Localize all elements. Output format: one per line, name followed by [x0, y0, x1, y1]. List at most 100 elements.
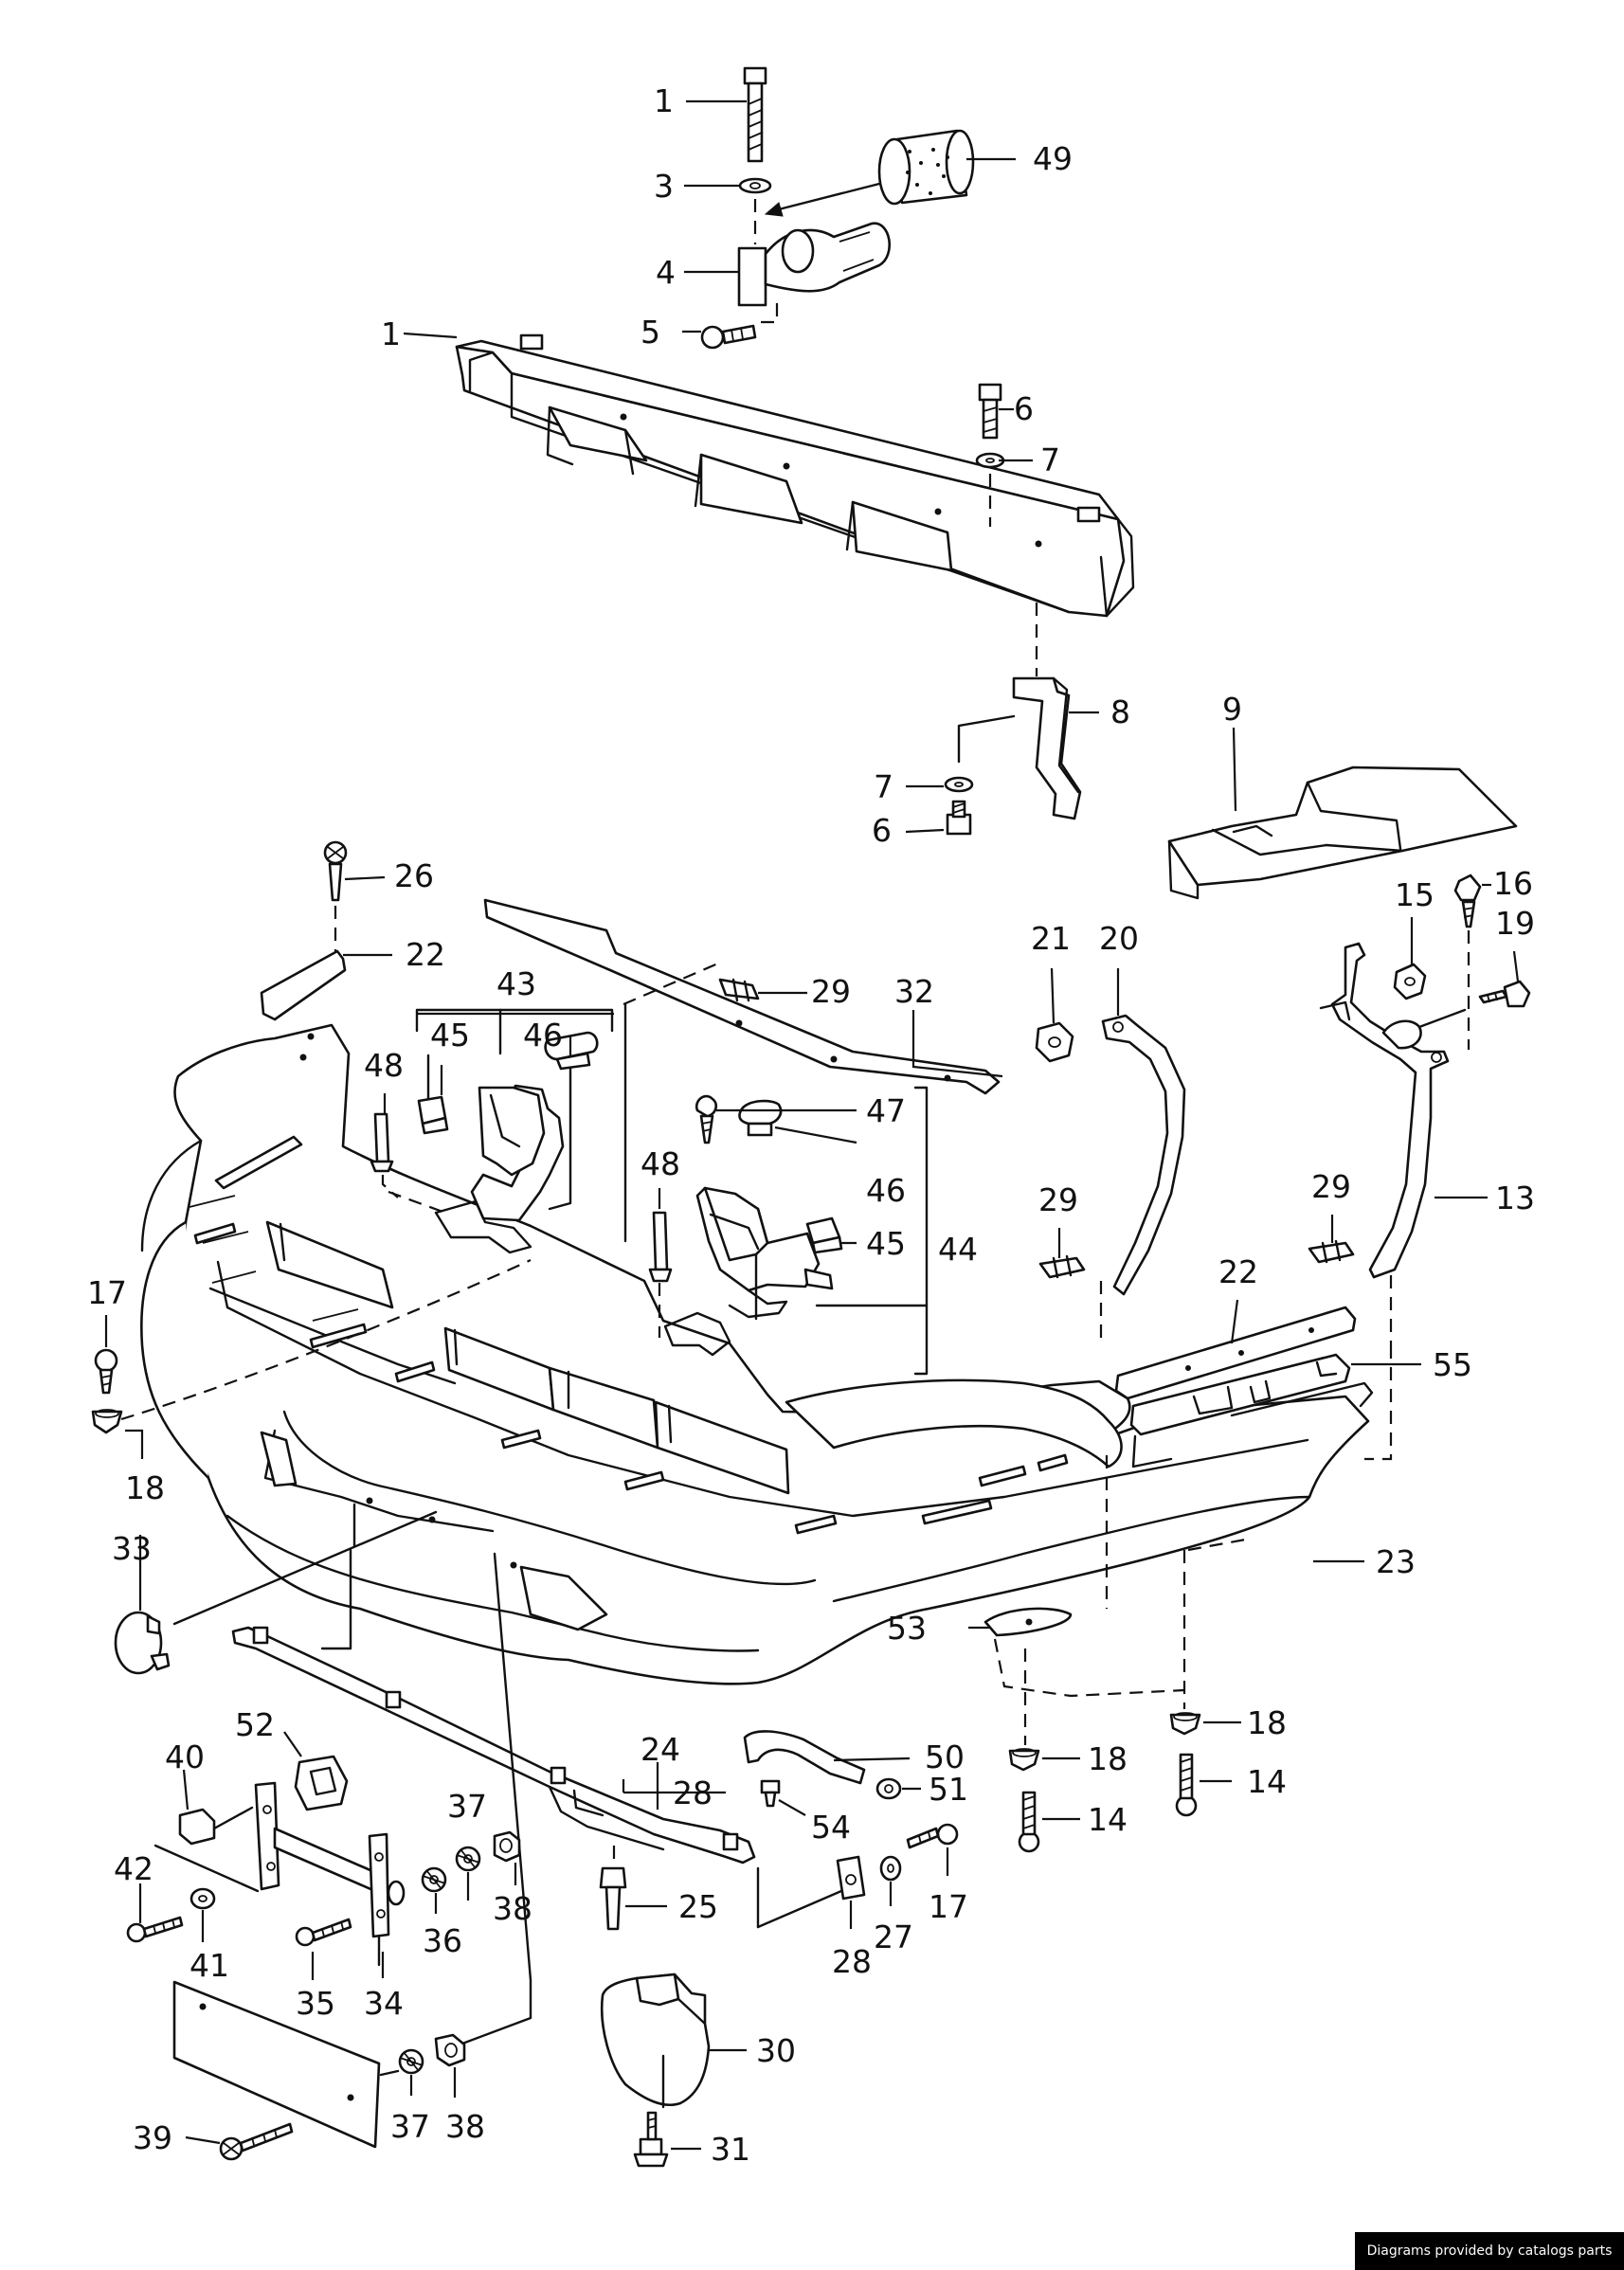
- callout-29-right-b: 29: [1311, 1168, 1351, 1205]
- callout-46-left: 46: [523, 1017, 563, 1054]
- callout-45-left: 45: [430, 1017, 470, 1054]
- air-guide-9: [1167, 766, 1518, 900]
- callout-8: 8: [1110, 694, 1130, 730]
- callout-3: 3: [654, 168, 674, 205]
- nut-18-left: [91, 1258, 532, 1434]
- callout-51: 51: [929, 1771, 968, 1808]
- nut-18-center: [1008, 1648, 1040, 1772]
- callout-54: 54: [811, 1809, 851, 1846]
- callout-20: 20: [1099, 920, 1139, 957]
- bumper-cover-23: [140, 1023, 1370, 1685]
- cap-45-left: [417, 1054, 449, 1135]
- callout-22-left: 22: [406, 936, 445, 973]
- nut-38-upper: [493, 1830, 521, 1863]
- washer-51: [875, 1777, 902, 1800]
- callout-49: 49: [1033, 140, 1073, 177]
- callout-18-center: 18: [1088, 1740, 1128, 1777]
- callout-37-lower: 37: [390, 2108, 430, 2145]
- bracket-22-left: [260, 906, 347, 1021]
- callout-42: 42: [114, 1850, 153, 1887]
- callout-25: 25: [678, 1888, 718, 1925]
- callout-6-lower: 6: [872, 812, 892, 849]
- rivet-48-right: [648, 1211, 673, 1338]
- screw-31: [633, 2111, 669, 2168]
- callout-7-upper: 7: [1040, 441, 1060, 478]
- clip-25: [599, 1846, 627, 1931]
- lock-washer-37-upper: [455, 1846, 481, 1872]
- callout-55: 55: [1433, 1346, 1472, 1383]
- clip-29-right-a: [1038, 1254, 1086, 1279]
- callout-48-right: 48: [641, 1145, 680, 1182]
- strip-22-right: [1114, 1306, 1357, 1400]
- lock-washer-36: [421, 1866, 447, 1893]
- callout-27: 27: [874, 1919, 913, 1955]
- callout-1: 1: [381, 315, 401, 352]
- callout-38-lower: 38: [445, 2108, 485, 2145]
- callout-28-upper: 28: [673, 1775, 713, 1811]
- screw-39: [219, 2122, 294, 2161]
- bracket-44: [663, 1086, 929, 1376]
- callout-22-right: 22: [1218, 1253, 1258, 1290]
- callout-7-lower: 7: [874, 768, 893, 805]
- trim-strip-32: [483, 898, 1001, 1243]
- callout-16: 16: [1493, 865, 1533, 902]
- callout-43: 43: [496, 965, 536, 1002]
- callout-14-right: 14: [1247, 1763, 1287, 1800]
- callout-46-right: 46: [866, 1172, 906, 1209]
- callout-31: 31: [711, 2131, 750, 2168]
- washer-27: [879, 1855, 902, 1882]
- screw-26: [323, 840, 348, 902]
- screw-17-lower: [906, 1823, 959, 1849]
- clip-40: [178, 1808, 216, 1846]
- screw-14-right: [1175, 1753, 1198, 1817]
- screw-19: [1478, 980, 1531, 1008]
- washer-7-upper: [975, 452, 1005, 527]
- cover-30: [600, 1973, 711, 2109]
- screw-54: [760, 1779, 781, 1808]
- callout-44: 44: [938, 1231, 978, 1268]
- nut-15: [1393, 963, 1427, 1000]
- callout-40: 40: [165, 1739, 205, 1775]
- washer-41: [189, 1887, 216, 1910]
- screw-47: [695, 1094, 718, 1144]
- callout-6-upper: 6: [1014, 390, 1034, 427]
- pad-46-right: [738, 1099, 783, 1137]
- callout-32: 32: [894, 973, 934, 1010]
- bracket-13: [1319, 942, 1467, 1461]
- bracket-20: [1099, 1014, 1186, 1609]
- callout-19: 19: [1495, 905, 1535, 942]
- callout-26: 26: [394, 857, 434, 894]
- callout-23: 23: [1376, 1543, 1416, 1580]
- callout-36: 36: [423, 1922, 462, 1959]
- callout-21: 21: [1031, 920, 1071, 957]
- callout-13: 13: [1495, 1180, 1535, 1216]
- handle-50: [743, 1730, 866, 1785]
- leader-lines: [125, 99, 1520, 2151]
- screw-17-left: [94, 1315, 118, 1395]
- screw-16: [1453, 874, 1482, 1050]
- absorber-bracket-4: [737, 199, 891, 307]
- bolt-6-upper: [978, 383, 1002, 440]
- callout-34: 34: [364, 1985, 404, 2022]
- callout-labels: 1 3 4 5 1 6 7 8 7 6 9 49 26 22 43 45 46 …: [87, 82, 1535, 2168]
- callout-15: 15: [1395, 876, 1435, 913]
- clip-29-top: [718, 978, 760, 1002]
- callout-41: 41: [189, 1947, 229, 1984]
- callout-35: 35: [296, 1985, 335, 2022]
- callout-52: 52: [235, 1706, 275, 1743]
- callout-37-upper: 37: [447, 1788, 487, 1825]
- nut-21: [1035, 1021, 1074, 1063]
- callout-17-left: 17: [87, 1274, 127, 1311]
- callout-29-right-a: 29: [1038, 1181, 1078, 1218]
- mounting-rail-24: [231, 1503, 756, 2048]
- cap-45-right: [805, 1216, 843, 1254]
- callout-14-center: 14: [1088, 1801, 1128, 1838]
- lock-washer-37-lower: [398, 2048, 424, 2075]
- washer-3: [738, 177, 772, 194]
- callout-30: 30: [756, 2032, 796, 2069]
- bolt-2: [743, 66, 767, 163]
- diagram-credit: Diagrams provided by catalogs parts: [1355, 2232, 1624, 2270]
- washer-7-lower: [944, 776, 974, 793]
- callout-29-top: 29: [811, 973, 851, 1010]
